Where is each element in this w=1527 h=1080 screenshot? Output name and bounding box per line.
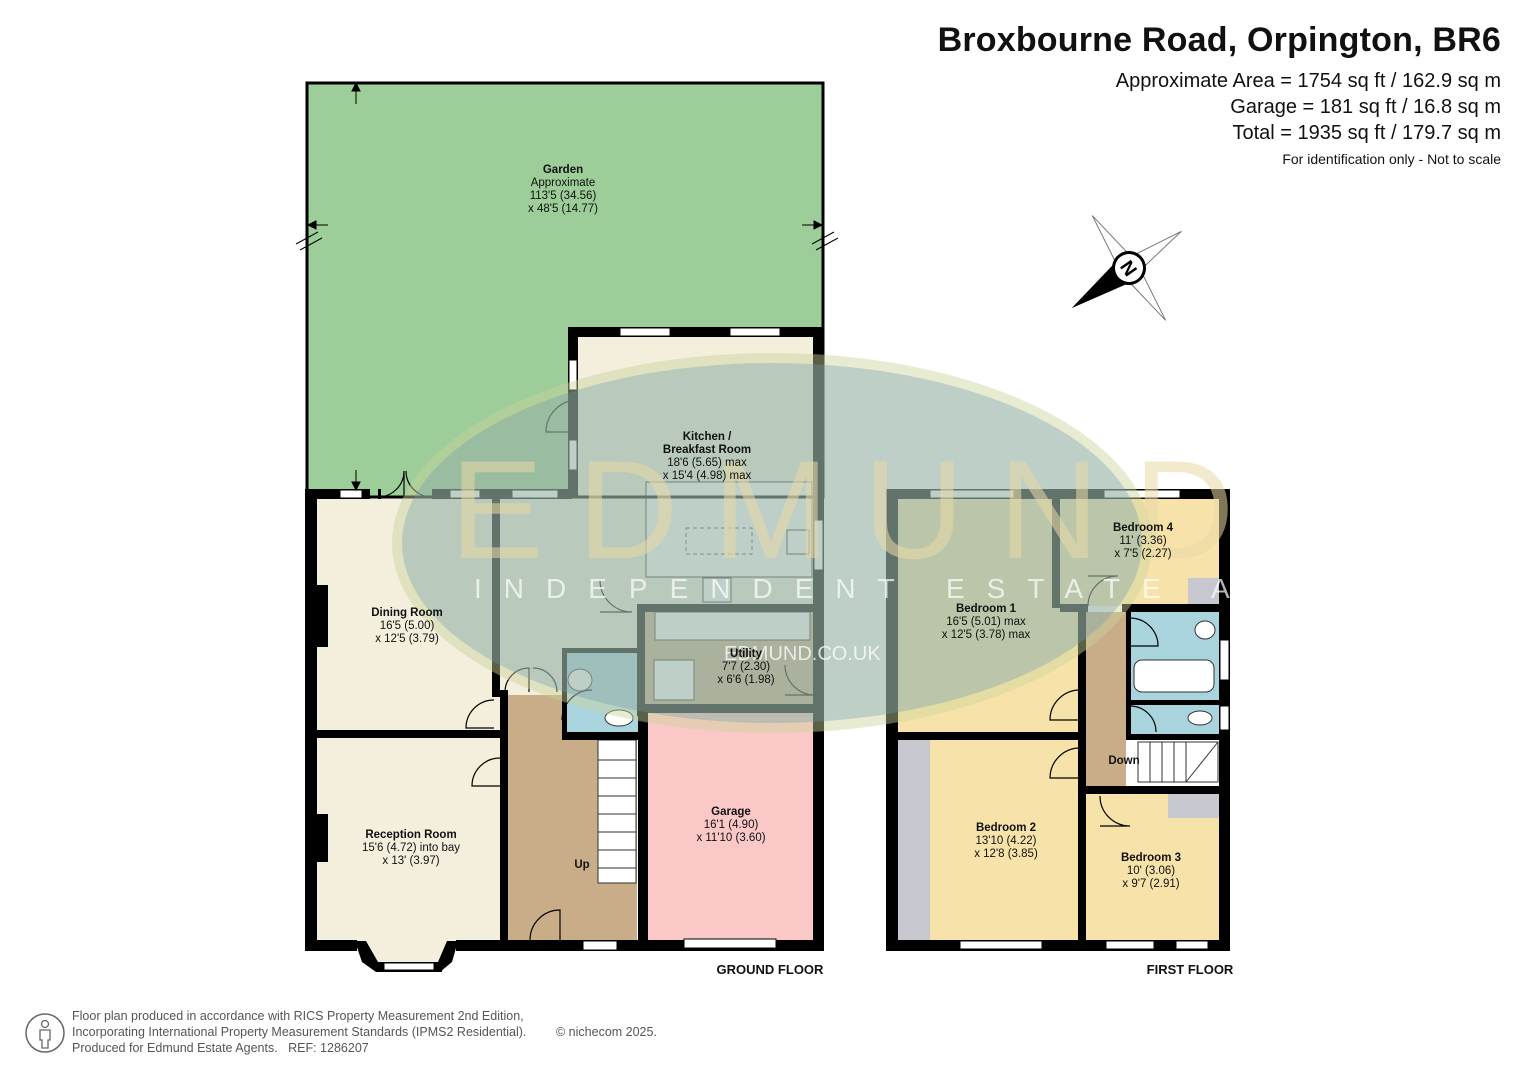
- shower-tray: [653, 659, 695, 701]
- svg-text:113'5 (34.56): 113'5 (34.56): [530, 190, 597, 202]
- watermark-ellipse-inner: [402, 363, 1142, 723]
- utility-worktop: [654, 611, 811, 641]
- header: Broxbourne Road, Orpington, BR6 Approxim…: [938, 22, 1501, 170]
- footer-line-1: Floor plan produced in accordance with R…: [72, 1009, 524, 1023]
- svg-text:Garage: Garage: [711, 806, 751, 818]
- bathtub: [1133, 659, 1215, 693]
- svg-text:Bedroom 2: Bedroom 2: [976, 822, 1036, 834]
- approximate-area: Approximate Area = 1754 sq ft / 162.9 sq…: [1115, 70, 1501, 92]
- svg-text:x 12'8 (3.85): x 12'8 (3.85): [974, 848, 1038, 860]
- svg-text:Reception Room: Reception Room: [365, 829, 456, 841]
- stairs-up-label: Up: [574, 859, 589, 871]
- watermark-brand: EDMUND: [450, 431, 1268, 588]
- bedroom-1-label: Bedroom 1 16'5 (5.01) max x 12'5 (3.78) …: [942, 603, 1031, 641]
- svg-text:16'5 (5.00): 16'5 (5.00): [380, 620, 435, 632]
- footer-line-3: Produced for Edmund Estate Agents. REF: …: [72, 1040, 526, 1056]
- svg-text:11' (3.36): 11' (3.36): [1119, 535, 1167, 547]
- svg-text:x 48'5 (14.77): x 48'5 (14.77): [528, 203, 598, 215]
- island-dashed: [685, 527, 753, 555]
- watermark-ellipse: [392, 353, 1152, 733]
- bedroom-4-label: Bedroom 4 11' (3.36) x 7'5 (2.27): [1113, 522, 1174, 560]
- svg-text:Utility: Utility: [730, 648, 763, 660]
- svg-text:x 7'5 (2.27): x 7'5 (2.27): [1114, 548, 1171, 560]
- svg-text:x 12'5 (3.78) max: x 12'5 (3.78) max: [942, 629, 1031, 641]
- svg-text:Approximate: Approximate: [531, 177, 596, 189]
- footer-produced-for: Produced for Edmund Estate Agents.: [72, 1041, 278, 1055]
- first-stairs: [1137, 741, 1219, 783]
- svg-text:Bedroom 1: Bedroom 1: [956, 603, 1017, 615]
- dining-room-area: [315, 497, 500, 733]
- svg-text:Bedroom 3: Bedroom 3: [1121, 852, 1181, 864]
- reception-room-area: [315, 738, 505, 941]
- svg-text:18'6 (5.65) max: 18'6 (5.65) max: [667, 457, 747, 469]
- utility-label: Utility 7'7 (2.30) x 6'6 (1.98): [717, 648, 774, 686]
- svg-text:x 6'6 (1.98): x 6'6 (1.98): [717, 674, 774, 686]
- kitchen-hob: [702, 577, 732, 603]
- ground-floor-label: GROUND FLOOR: [717, 962, 824, 977]
- dining-room-label: Dining Room 16'5 (5.00) x 12'5 (3.79): [371, 607, 443, 645]
- bedroom-3-label: Bedroom 3 10' (3.06) x 9'7 (2.91): [1121, 852, 1181, 890]
- svg-text:7'7 (2.30): 7'7 (2.30): [722, 661, 770, 673]
- svg-text:16'1 (4.90): 16'1 (4.90): [704, 819, 759, 831]
- svg-text:x 12'5 (3.79): x 12'5 (3.79): [375, 633, 439, 645]
- reception-room-label: Reception Room 15'6 (4.72) into bay x 13…: [362, 829, 460, 867]
- ground-stairs: [597, 739, 637, 884]
- svg-text:Kitchen /: Kitchen /: [683, 431, 732, 443]
- footer-ref: REF: 1286207: [288, 1041, 369, 1055]
- bedroom-2-label: Bedroom 2 13'10 (4.22) x 12'8 (3.85): [974, 822, 1038, 860]
- wardrobe-bed2: [898, 740, 930, 940]
- bedroom-1-area: [898, 498, 1078, 734]
- garage-area-text: Garage = 181 sq ft / 16.8 sq m: [1230, 96, 1501, 118]
- footer: Floor plan produced in accordance with R…: [72, 1008, 657, 1056]
- svg-text:Garden: Garden: [543, 164, 583, 176]
- svg-text:x 9'7 (2.91): x 9'7 (2.91): [1122, 878, 1179, 890]
- landing-area: [1086, 612, 1126, 792]
- person-icon: [25, 1013, 65, 1053]
- svg-text:x 11'10 (3.60): x 11'10 (3.60): [696, 832, 765, 844]
- svg-text:Dining Room: Dining Room: [371, 607, 443, 619]
- kitchen-sink: [786, 529, 810, 555]
- kitchen-label: Kitchen / Breakfast Room 18'6 (5.65) max…: [663, 431, 752, 482]
- garden-label: Garden Approximate 113'5 (34.56) x 48'5 …: [528, 164, 598, 215]
- svg-text:x 15'4 (4.98) max: x 15'4 (4.98) max: [663, 470, 752, 482]
- page-title: Broxbourne Road, Orpington, BR6: [937, 21, 1501, 59]
- disclaimer-note: For identification only - Not to scale: [1282, 151, 1501, 167]
- svg-text:15'6 (4.72) into bay: 15'6 (4.72) into bay: [362, 842, 460, 854]
- reception-bay: [350, 941, 460, 965]
- watermark-tagline: INDEPENDENT ESTATE AGENTS: [474, 573, 1458, 604]
- cupboard-bed4: [1188, 578, 1220, 606]
- garage-label: Garage 16'1 (4.90) x 11'10 (3.60): [696, 806, 765, 844]
- svg-text:13'10 (4.22): 13'10 (4.22): [975, 835, 1036, 847]
- cupboard-bed3: [1168, 792, 1220, 818]
- total-area: Total = 1935 sq ft / 179.7 sq m: [1232, 122, 1502, 144]
- svg-text:10' (3.06): 10' (3.06): [1127, 865, 1175, 877]
- first-floor-label: FIRST FLOOR: [1147, 962, 1234, 977]
- compass-icon: N: [1071, 215, 1182, 321]
- watermark-url: EDMUND.CO.UK: [724, 643, 881, 665]
- svg-text:x 13' (3.97): x 13' (3.97): [382, 855, 439, 867]
- stairs-down-label: Down: [1108, 755, 1139, 767]
- svg-text:16'5 (5.01) max: 16'5 (5.01) max: [946, 616, 1026, 628]
- footer-line-2: Incorporating International Property Mea…: [72, 1025, 527, 1039]
- footer-copyright: © nichecom 2025.: [556, 1025, 657, 1039]
- svg-text:Breakfast Room: Breakfast Room: [663, 444, 751, 456]
- svg-text:Bedroom 4: Bedroom 4: [1113, 522, 1174, 534]
- garage-area: [648, 712, 820, 941]
